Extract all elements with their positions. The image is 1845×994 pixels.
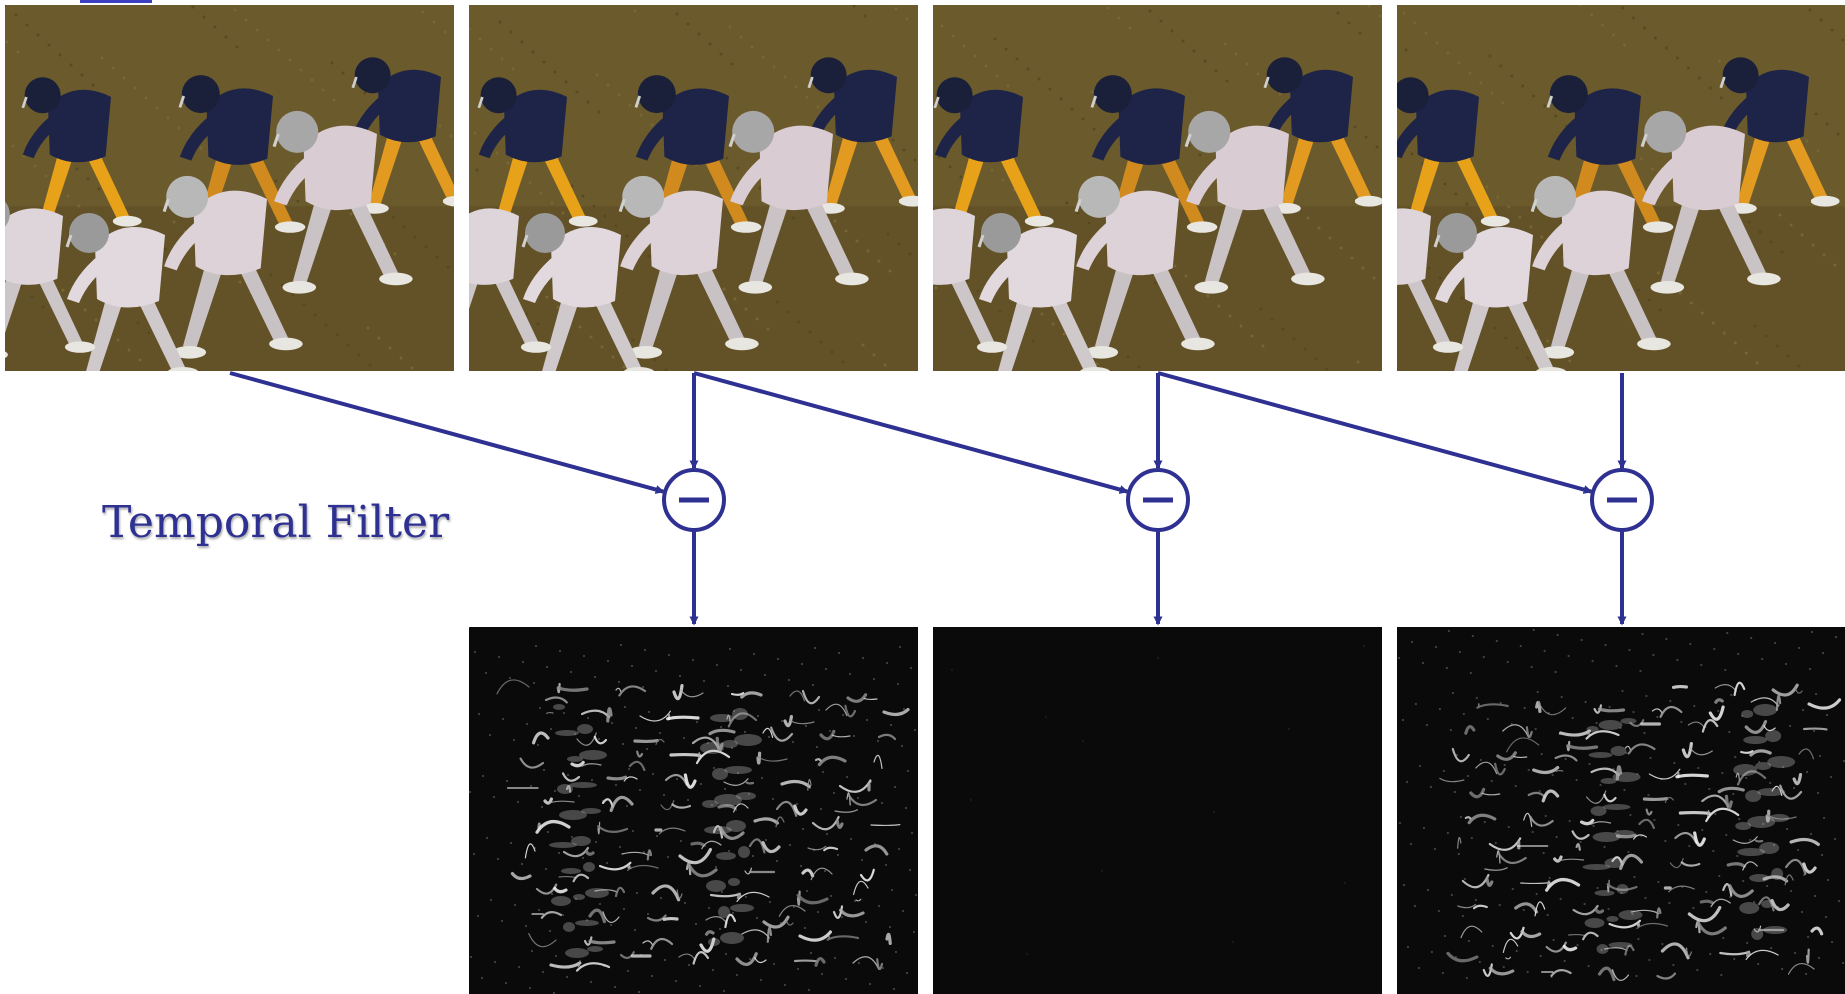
subtract-node-2 [1126,468,1190,532]
difference-frame-1 [469,627,918,994]
input-frame-3 [933,5,1382,371]
input-frame-1 [5,5,454,371]
input-frame-4 [1397,5,1845,371]
subtract-node-1 [662,468,726,532]
arrow-previous-to-node-3 [1157,371,1593,494]
difference-frame-2 [933,627,1382,994]
input-frame-2 [469,5,918,371]
temporal-filter-label: Temporal Filter [102,497,450,548]
arrow-previous-to-node-2 [693,371,1129,494]
corner-accent-bar [80,0,152,3]
arrow-previous-to-node-1 [229,371,665,494]
difference-frame-3 [1397,627,1845,994]
subtract-node-3 [1590,468,1654,532]
